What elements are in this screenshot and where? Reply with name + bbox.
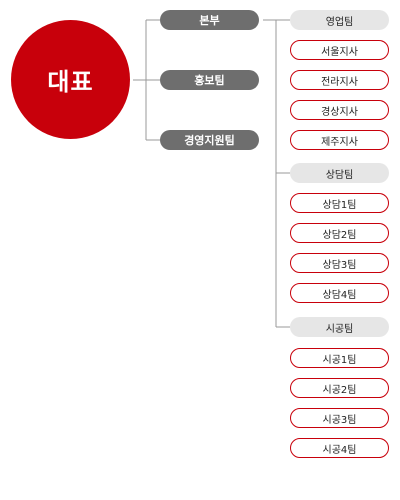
unit-consulting-2: 상담2팀	[290, 223, 389, 243]
unit-sales-2: 전라지사	[290, 70, 389, 90]
unit-consulting-4: 상담4팀	[290, 283, 389, 303]
unit-construction-4: 시공4팀	[290, 438, 389, 458]
unit-consulting-3: 상담3팀	[290, 253, 389, 273]
unit-construction-1: 시공1팀	[290, 348, 389, 368]
team-consulting: 상담팀	[290, 163, 389, 183]
team-sales: 영업팀	[290, 10, 389, 30]
branch-headquarters: 본부	[160, 10, 259, 30]
team-construction: 시공팀	[290, 317, 389, 337]
unit-construction-2: 시공2팀	[290, 378, 389, 398]
unit-sales-4: 제주지사	[290, 130, 389, 150]
unit-sales-3: 경상지사	[290, 100, 389, 120]
unit-sales-1: 서울지사	[290, 40, 389, 60]
ceo-node: 대표	[11, 20, 130, 139]
unit-construction-3: 시공3팀	[290, 408, 389, 428]
branch-management-support: 경영지원팀	[160, 130, 259, 150]
unit-consulting-1: 상담1팀	[290, 193, 389, 213]
branch-pr-team: 홍보팀	[160, 70, 259, 90]
